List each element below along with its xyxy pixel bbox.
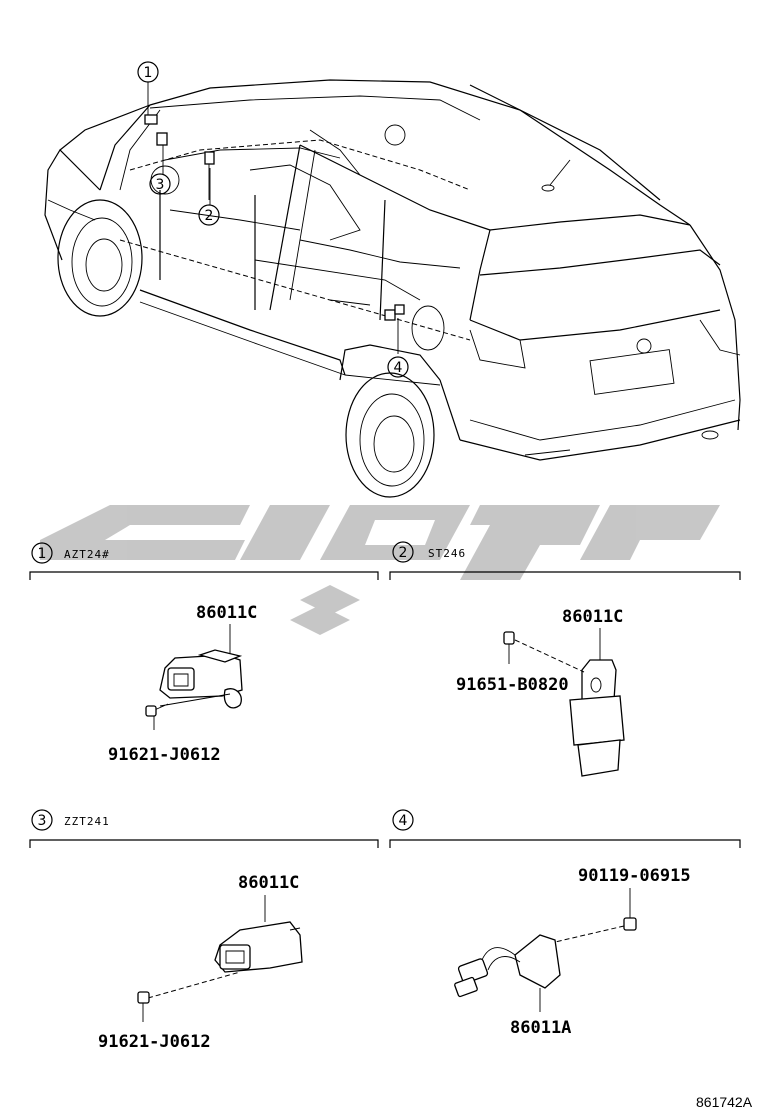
callout-1: 1 bbox=[137, 61, 159, 83]
svg-text:AZT24#: AZT24# bbox=[64, 548, 110, 561]
part-label: 86011C bbox=[562, 607, 623, 627]
section-1-header: 1 AZT24# bbox=[29, 542, 379, 580]
svg-text:4: 4 bbox=[394, 360, 403, 376]
part-label: 90119-06915 bbox=[578, 866, 691, 886]
part-label: 86011C bbox=[238, 873, 299, 893]
callout-3: 3 bbox=[149, 173, 171, 195]
part-label: 86011C bbox=[196, 603, 257, 623]
svg-text:3: 3 bbox=[38, 813, 47, 829]
svg-text:3: 3 bbox=[156, 177, 165, 193]
svg-text:ZZT241: ZZT241 bbox=[64, 815, 110, 828]
svg-text:1: 1 bbox=[38, 546, 47, 562]
section-3-header: 3 ZZT241 bbox=[29, 809, 379, 848]
section-2-header: 2 ST246 bbox=[389, 541, 741, 580]
section-1-sensor: 86011C 91621-J0612 bbox=[108, 603, 257, 765]
svg-text:2: 2 bbox=[205, 208, 214, 224]
part-label: 91621-J0612 bbox=[108, 745, 221, 765]
part-label: 91621-J0612 bbox=[98, 1032, 211, 1052]
svg-text:4: 4 bbox=[399, 813, 408, 829]
part-label: 91651-B0820 bbox=[456, 675, 569, 695]
section-4-header: 4 bbox=[389, 809, 741, 848]
part-label: 86011A bbox=[510, 1018, 571, 1038]
svg-text:ST246: ST246 bbox=[428, 547, 466, 560]
section-4-sensor: 90119-06915 86011A bbox=[454, 866, 691, 1038]
svg-text:2: 2 bbox=[399, 545, 408, 561]
callout-4: 4 bbox=[387, 356, 409, 378]
watermark-logo bbox=[40, 505, 720, 635]
svg-text:1: 1 bbox=[144, 65, 153, 81]
callout-2: 2 bbox=[198, 204, 220, 226]
vehicle-illustration bbox=[44, 79, 741, 498]
diagram-reference-number: 861742A bbox=[696, 1094, 753, 1110]
section-2-sensor: 86011C 91651-B0820 bbox=[456, 607, 625, 777]
section-3-sensor: 86011C 91621-J0612 bbox=[98, 873, 303, 1052]
